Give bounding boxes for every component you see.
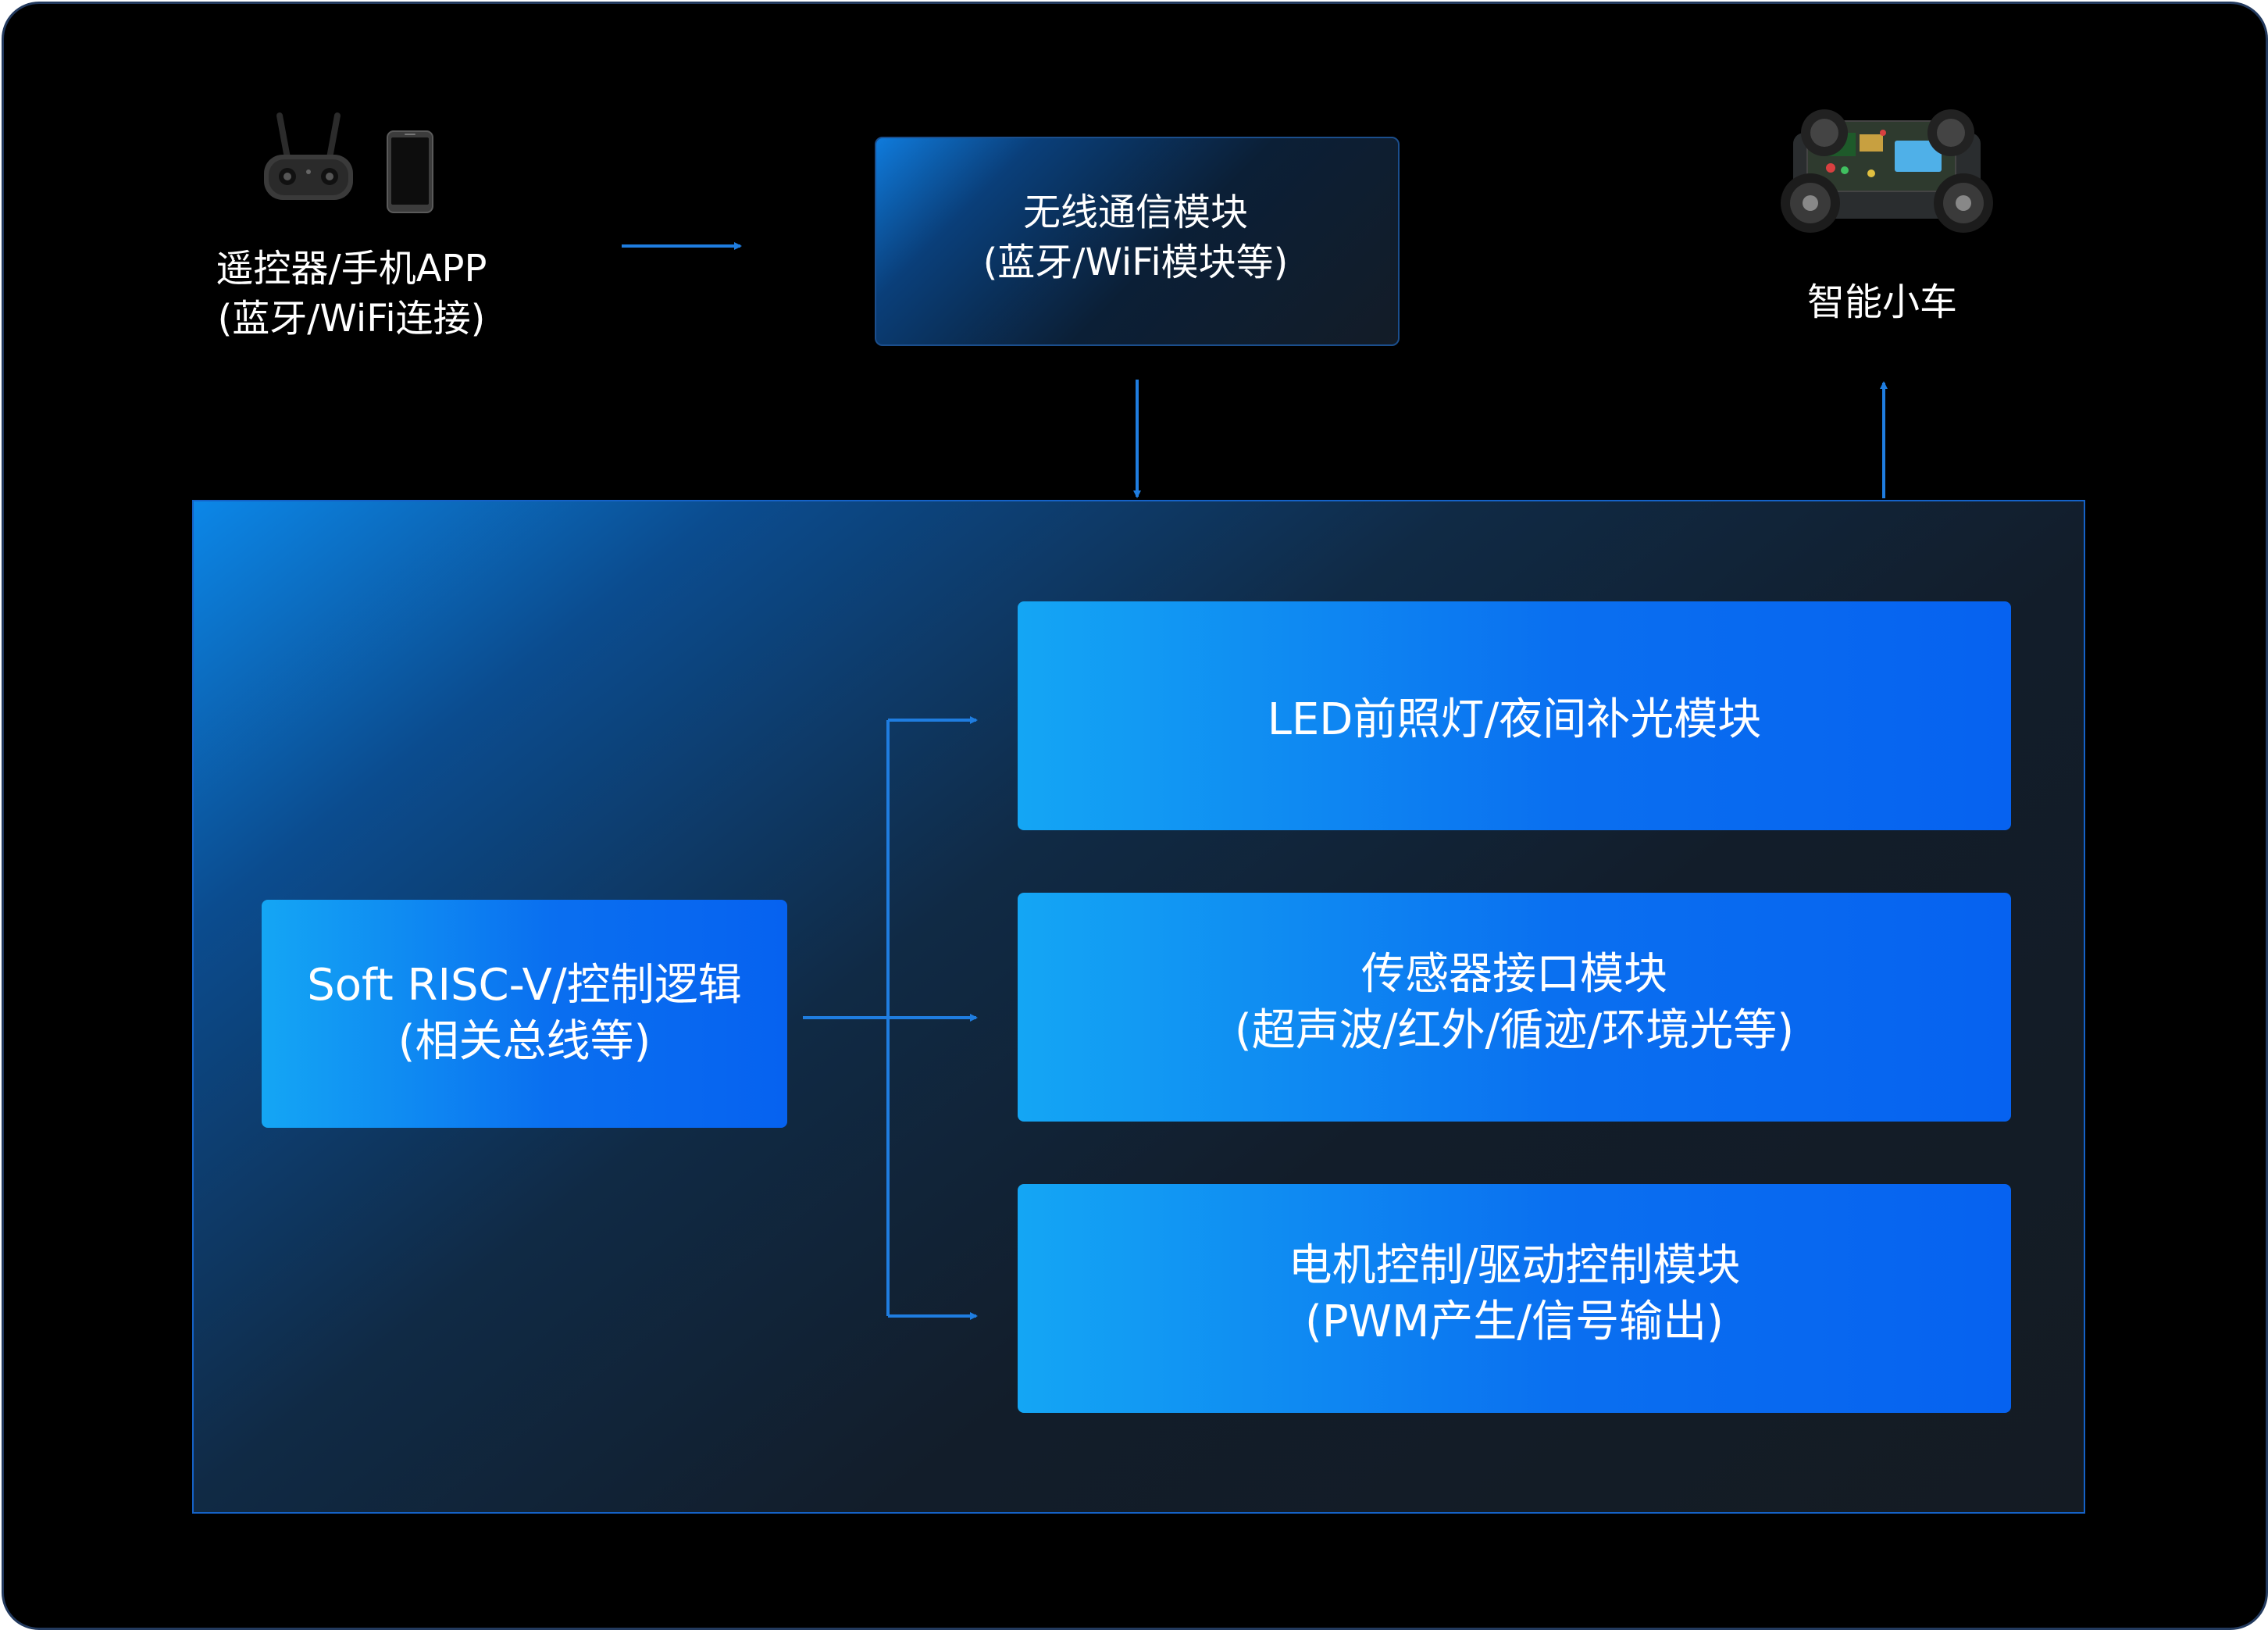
remote-controller-icon [264, 112, 353, 200]
wireless-module-box [875, 137, 1400, 346]
motor-module-label: 电机控制/驱动控制模块 (PWM产生/信号输出) [1288, 1240, 1741, 1347]
motor-module-box [1018, 1184, 2011, 1413]
smartphone-icon [387, 130, 433, 213]
smart-car-icon [1781, 109, 1993, 233]
source-label: 遥控器/手机APP (蓝牙/WiFi连接) [216, 247, 487, 341]
smart-car-label: 智能小车 [1806, 280, 1957, 324]
sensor-module-label: 传感器接口模块 (超声波/红外/循迹/环境光等) [1234, 949, 1795, 1056]
sensor-module-box [1018, 893, 2011, 1122]
led-module-label: LED前照灯/夜间补光模块 [1267, 694, 1762, 745]
cpu-box [262, 900, 787, 1128]
wireless-module-label: 无线通信模块 (蓝牙/WiFi模块等) [982, 191, 1289, 284]
cpu-label: Soft RISC-V/控制逻辑 (相关总线等) [307, 960, 742, 1067]
led-module-box [1018, 601, 2011, 830]
